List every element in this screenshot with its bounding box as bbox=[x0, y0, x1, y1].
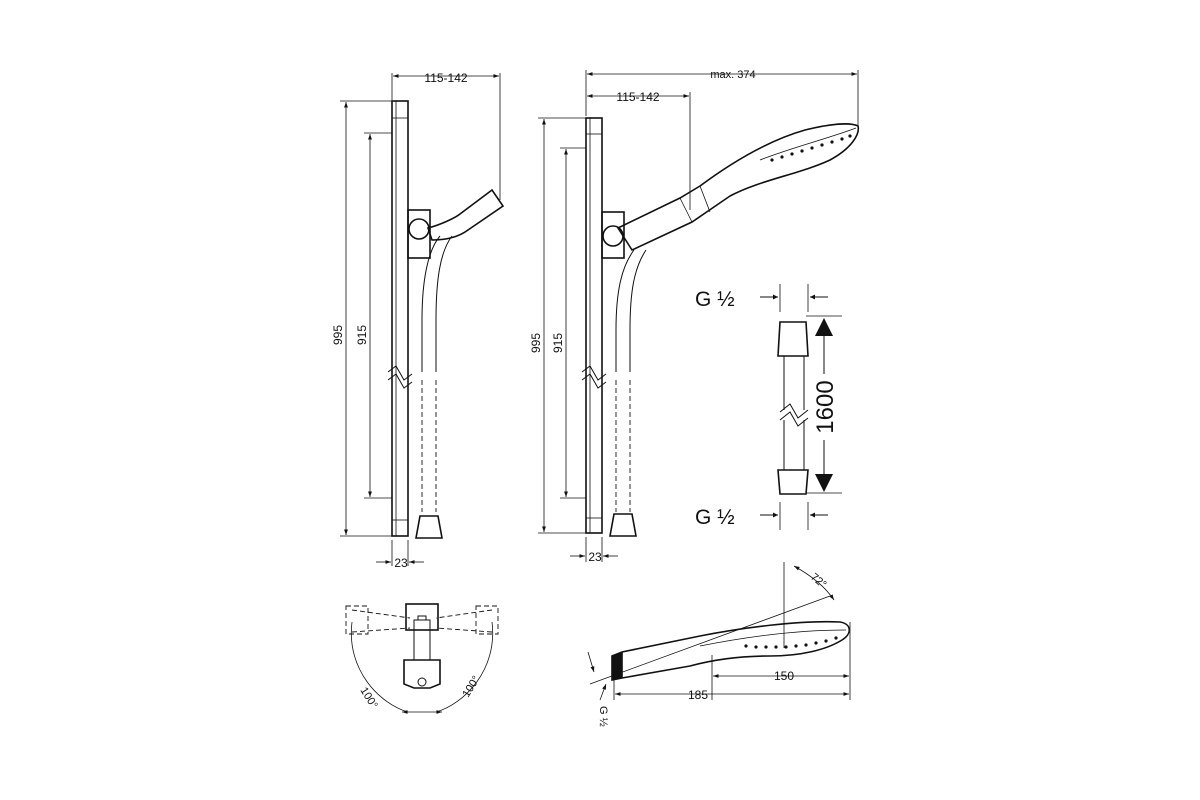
dim-height-holes-b: 915 bbox=[551, 333, 565, 353]
view-rail-a bbox=[340, 73, 505, 566]
handshower-angle: 72° bbox=[808, 571, 828, 591]
swivel-top-view bbox=[345, 603, 499, 714]
handshower-side-view bbox=[587, 562, 851, 701]
dim-max-b: max. 374 bbox=[710, 69, 755, 81]
dim-height-holes-a: 915 bbox=[355, 325, 369, 345]
dim-width-b: 115-142 bbox=[616, 90, 659, 104]
nozzles-side bbox=[744, 636, 838, 649]
hose-thread-top: G ½ bbox=[695, 288, 735, 311]
dim-height-total-b: 995 bbox=[529, 333, 543, 353]
dim-depth-a: 23 bbox=[394, 556, 408, 570]
handshower-length: 185 bbox=[688, 688, 708, 702]
handshower-head-length: 150 bbox=[774, 669, 794, 683]
hose-length: 1600 bbox=[812, 380, 839, 433]
hose-detail bbox=[760, 284, 842, 530]
view-rail-b bbox=[538, 70, 860, 562]
dim-depth-b: 23 bbox=[588, 550, 602, 564]
dim-width-a: 115-142 bbox=[424, 71, 467, 85]
handshower-thread: G ½ bbox=[597, 706, 609, 727]
swivel-angle-left: 100° bbox=[357, 685, 379, 711]
nozzles-b bbox=[770, 134, 852, 162]
dim-height-total-a: 995 bbox=[331, 325, 345, 345]
hose-thread-bottom: G ½ bbox=[695, 506, 735, 529]
